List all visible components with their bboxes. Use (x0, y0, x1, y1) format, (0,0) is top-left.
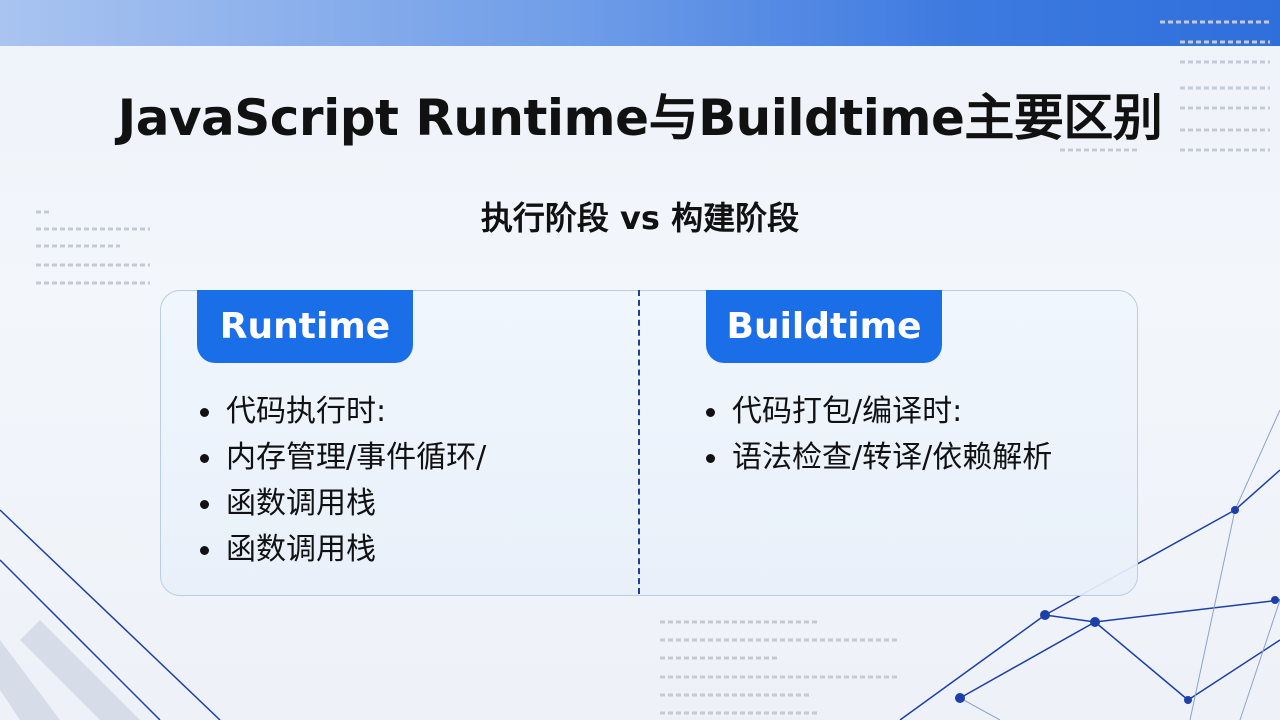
list-item: 函数调用栈 (198, 527, 486, 573)
slide-title: JavaScript Runtime与Buildtime主要区别 (117, 89, 1163, 147)
list-item: 语法检查/转译/依赖解析 (704, 435, 1052, 481)
dashed-divider (638, 290, 640, 594)
code-decoration (36, 20, 1270, 715)
list-item: 函数调用栈 (198, 481, 486, 527)
top-banner (0, 0, 1280, 46)
runtime-header: Runtime (197, 290, 413, 363)
runtime-list: 代码执行时: 内存管理/事件循环/ 函数调用栈 函数调用栈 (198, 389, 486, 573)
buildtime-header: Buildtime (706, 290, 942, 363)
list-item: 内存管理/事件循环/ (198, 435, 486, 481)
buildtime-list: 代码打包/编译时: 语法检查/转译/依赖解析 (704, 389, 1052, 481)
list-item: 代码执行时: (198, 389, 486, 435)
list-item: 代码打包/编译时: (704, 389, 1052, 435)
slide-subtitle: 执行阶段 vs 构建阶段 (480, 199, 800, 237)
